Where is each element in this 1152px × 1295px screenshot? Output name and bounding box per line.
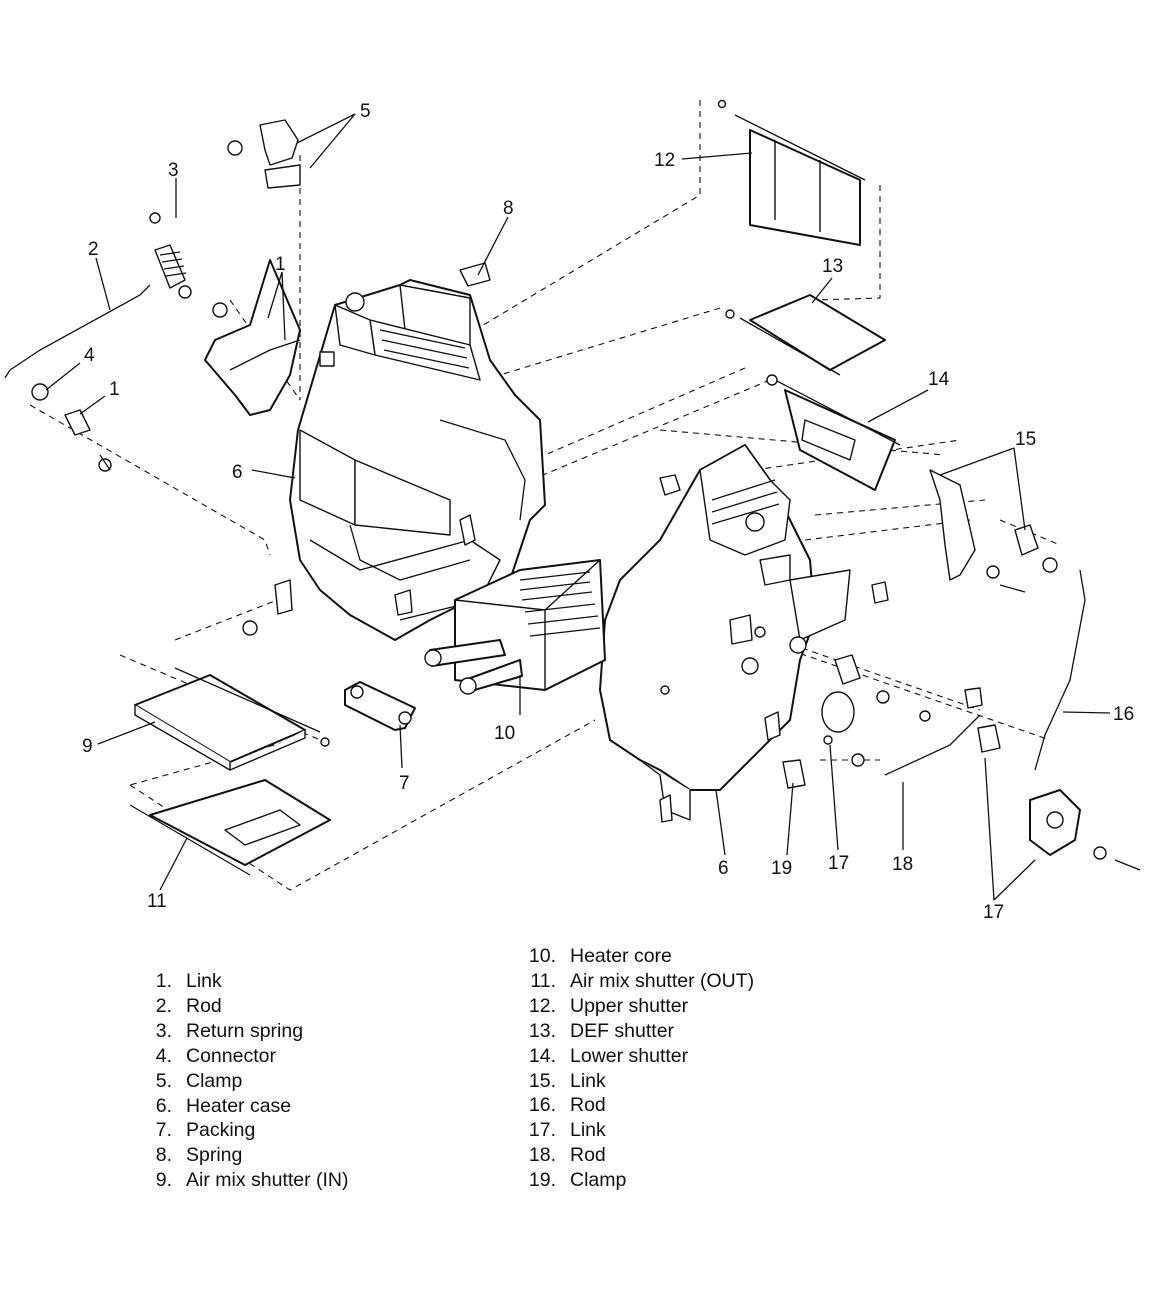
- legend-item: 4.Connector: [155, 1044, 276, 1067]
- callout-9: 9: [82, 736, 93, 757]
- legend-item: 17.Link: [528, 1119, 606, 1142]
- legend-item: 9.Air mix shutter (IN): [155, 1169, 349, 1192]
- callout-18: 18: [892, 854, 913, 875]
- left-linkage: [4, 212, 301, 636]
- legend-item: 2.Rod: [155, 994, 222, 1017]
- callout-17-right: 17: [983, 902, 1004, 923]
- assembly-guide-lines: [29, 100, 1061, 891]
- legend-item: 8.Spring: [155, 1144, 243, 1167]
- legend-item: 5.Clamp: [155, 1069, 243, 1092]
- callout-16: 16: [1113, 704, 1134, 725]
- callout-8: 8: [503, 198, 514, 219]
- callout-6-left: 6: [232, 462, 243, 483]
- legend-item: 10.Heater core: [528, 945, 672, 967]
- legend-item: 13.DEF shutter: [528, 1019, 675, 1042]
- legend-left: 1.Link 2.Rod 3.Return spring 4.Connector…: [150, 969, 349, 1193]
- heater-case-right: [599, 444, 889, 823]
- legend-item: 12.Upper shutter: [528, 994, 689, 1017]
- callout-1-lower: 1: [109, 379, 120, 400]
- leader-lines: [45, 113, 1111, 901]
- callout-15: 15: [1015, 429, 1036, 450]
- air-mix-shutter-out: [129, 779, 331, 876]
- callout-13: 13: [822, 256, 843, 277]
- legend-item: 15.Link: [528, 1069, 606, 1092]
- callout-11: 11: [147, 891, 167, 912]
- callout-19: 19: [771, 858, 792, 879]
- callout-3: 3: [168, 160, 179, 181]
- callout-14: 14: [928, 369, 950, 390]
- callout-6-right: 6: [718, 858, 729, 879]
- air-mix-shutter-in: [134, 667, 330, 771]
- callout-1-upper: 1: [275, 254, 286, 275]
- clamp-and-spring: [227, 119, 491, 287]
- lower-shutter: [766, 374, 901, 491]
- callout-2: 2: [88, 239, 99, 260]
- legend-item: 19.Clamp: [528, 1169, 627, 1192]
- callout-labels: 5 3 8 2 1 4 1 6 12 13 14 15 16 9 10 7 6 …: [82, 101, 1134, 923]
- right-linkage: [782, 469, 1141, 871]
- legend-item: 14.Lower shutter: [528, 1044, 689, 1067]
- legend-item: 11.Air mix shutter (OUT): [530, 969, 755, 992]
- callout-10: 10: [494, 723, 515, 744]
- legend-item: 3.Return spring: [155, 1019, 304, 1042]
- upper-shutter: [717, 99, 866, 246]
- legend-item: 16.Rod: [528, 1094, 606, 1117]
- legend-item: 7.Packing: [155, 1119, 256, 1142]
- legend-item: 6.Heater case: [155, 1094, 292, 1117]
- legend-item: 18.Rod: [528, 1144, 606, 1167]
- exploded-diagram: 5 3 8 2 1 4 1 6 12 13 14 15 16 9 10 7 6 …: [4, 99, 1141, 923]
- heater-case-left: [289, 279, 546, 641]
- legend-item: 1.Link: [155, 970, 222, 992]
- callout-5: 5: [360, 101, 371, 122]
- legend-right: 10.Heater core 11.Air mix shutter (OUT) …: [526, 944, 754, 1193]
- heater-core: [424, 559, 606, 695]
- callout-12: 12: [654, 150, 675, 171]
- callout-4: 4: [84, 345, 95, 366]
- callout-17-mid: 17: [828, 853, 849, 874]
- callout-7: 7: [399, 773, 410, 794]
- packing: [344, 681, 416, 731]
- def-shutter: [725, 294, 886, 376]
